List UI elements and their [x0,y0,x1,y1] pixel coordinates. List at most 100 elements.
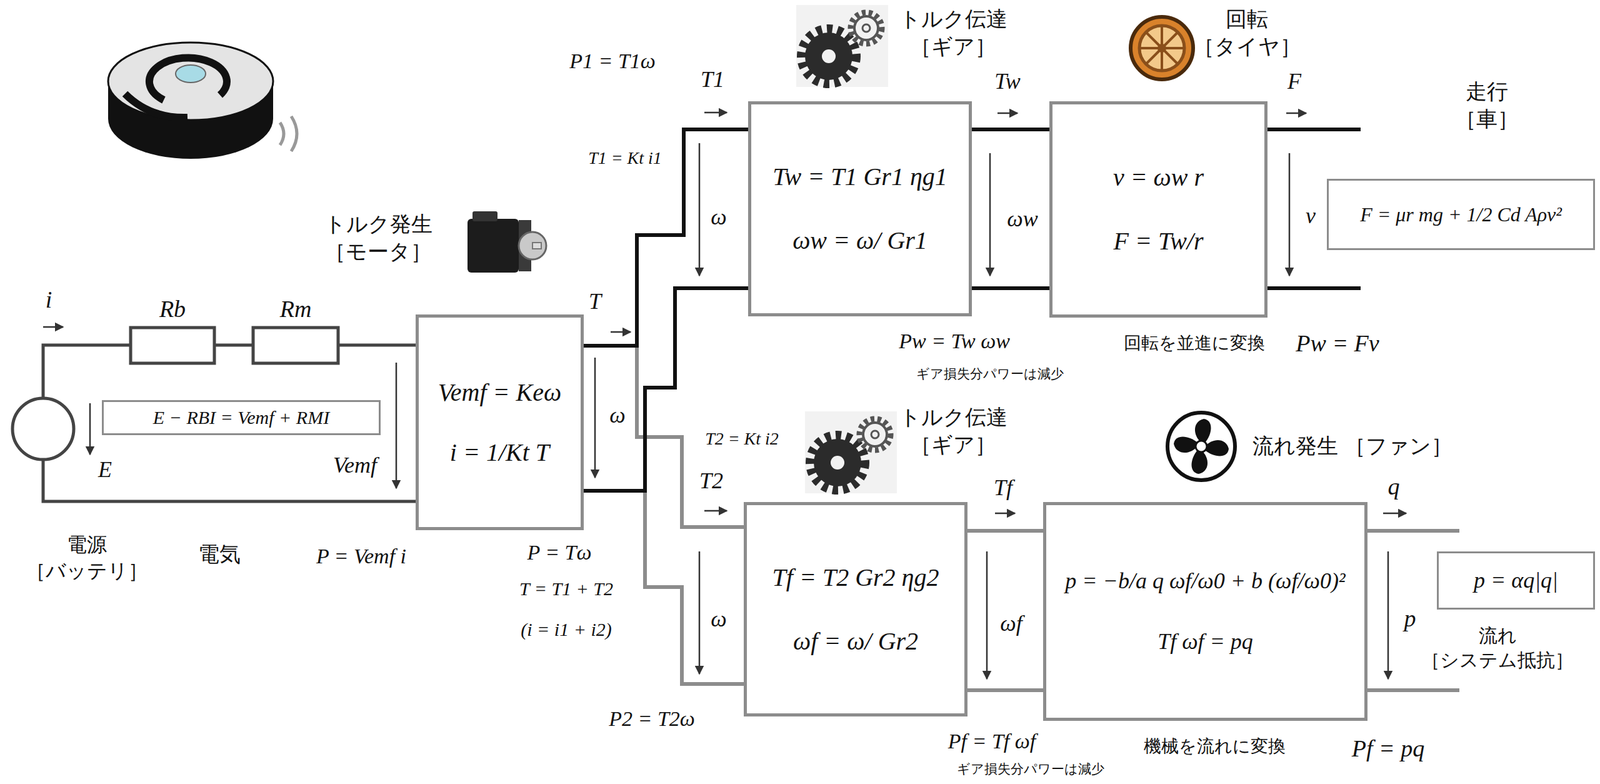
math-label: F [1287,68,1302,95]
equation-box: p = αq|q| [1436,551,1595,610]
fan-blade [1205,440,1229,457]
motor-connector [472,211,498,222]
formula-text: p = αq|q| [1473,567,1559,594]
direction-arrow [698,143,701,276]
signal-wave [280,122,284,145]
equation-box: E − RBI = Vemf + RMI [101,400,381,435]
caption-label: 回転を並進に変換 [1123,333,1265,354]
caption-label: 走行 ［車］ [1455,77,1519,133]
math-label: Rm [280,295,312,324]
fan-blade [1191,450,1209,474]
math-label: P2 = T2ω [608,706,695,731]
caption-label: 流れ ［システム抵抗］ [1421,623,1574,672]
wheel-rim [1139,25,1185,71]
equation-box: F = μr mg + 1/2 Cd Aρv² [1326,178,1595,250]
math-label: ω [710,606,727,632]
connector-wire [971,129,1050,289]
formula-text: Tf ωf = pq [1157,628,1254,655]
connector-wire [967,530,1044,690]
robot-ring [125,93,188,118]
math-label: T [588,288,602,315]
gear-icon [805,411,897,494]
signal-wave [291,116,297,152]
direction-arrow [986,551,989,679]
caption-label: トルク発生 ［モータ］ [324,210,433,265]
formula-text: p = −b/a q ωf/ω0 + b (ωf/ω0)² [1065,568,1345,594]
math-label: (i = i1 + i2) [520,618,612,641]
circuit-wire [43,345,416,502]
gear-hole [830,455,845,470]
icon-ground [805,411,897,494]
math-label: ω [710,204,727,230]
math-label: T1 = Kt i1 [588,148,662,169]
math-label: p [1404,605,1417,633]
gear-block: Tf = T2 Gr2 ηg2ωf = ω/ Gr2 [743,501,968,717]
math-label: T = T1 + T2 [519,578,614,600]
direction-arrow [997,112,1018,115]
math-label: Tf [993,475,1013,501]
robot-top [108,42,274,120]
caption-label: 機械を流れに変換 [1143,736,1286,757]
motor-icon [467,211,547,273]
direction-arrow [395,362,398,489]
math-label: Pw = Tw ωw [898,328,1010,354]
direction-arrow [594,357,597,478]
formula-text: F = μr mg + 1/2 Cd Aρv² [1360,203,1562,227]
math-label: Pf = pq [1351,735,1425,763]
wheel-spokes [1139,25,1185,71]
formula-text: v = ωw r [1113,163,1204,192]
direction-arrow [1387,551,1390,679]
direction-arrow [1286,112,1307,115]
caption-label: トルク伝達 ［ギア］ [899,5,1008,60]
gear-hole [821,49,836,64]
tire-block: v = ωw r F = Tw/r [1049,101,1268,318]
fan-block: p = −b/a q ωf/ω0 + b (ωf/ω0)² Tf ωf = pq [1043,501,1368,721]
math-label: ωf [1000,610,1022,637]
math-label: Vemf [333,452,377,479]
math-label: Pw = Fv [1295,330,1379,358]
gear-hole [871,430,879,439]
math-label: i [45,286,53,314]
math-label: Rb [159,295,186,324]
gear-disc [813,438,862,487]
gear-icon [796,5,889,87]
gear-block: Tw = T1 Gr1 ηg1ωw = ω/ Gr1 [748,101,972,317]
direction-arrow [43,326,64,329]
direction-arrow [704,510,727,512]
note-label: ギア損失分パワーは減少 [956,761,1105,777]
direction-arrow [1288,153,1291,276]
formula-text: E − RBI = Vemf + RMI [153,406,330,429]
fan-icon [1167,412,1235,480]
caption-label: 流れ発生 ［ファン］ [1252,433,1454,459]
direction-arrow [995,512,1015,515]
robot-vacuum-icon [108,42,297,159]
direction-arrow [704,111,727,114]
math-label: Pf = Tf ωf [948,728,1036,754]
math-label: q [1388,473,1400,501]
math-label: T2 [699,468,724,494]
caption-label: 電気 [198,541,241,567]
formula-text: F = Tw/r [1113,226,1204,256]
math-label: v [1305,203,1316,229]
math-label: P = Tω [526,540,592,565]
battery-symbol [12,398,74,460]
formula-text: Tf = T2 Gr2 ηg2 [772,563,940,592]
gear-teeth [810,435,865,490]
gear-hole [862,24,870,32]
gear-teeth [850,12,882,44]
wheel-icon [1130,16,1194,80]
motor-shaft [532,242,542,249]
math-label: P1 = T1ω [569,48,656,74]
motor-body [467,218,519,273]
formula-text: Vemf = Keω [438,378,562,407]
robot-ring [149,57,227,100]
caption-label: 回転 ［タイヤ］ [1193,5,1302,60]
motor-block: Vemf = Keωi = 1/Kt T [415,314,584,530]
math-label: T1 [700,66,725,93]
math-label: E [98,456,112,483]
math-label: Tw [994,68,1020,95]
formula-text: ωw = ω/ Gr1 [792,226,928,255]
robot-sensor [175,65,206,83]
resistor-symbol [130,327,215,364]
fan-ring [1167,412,1235,480]
